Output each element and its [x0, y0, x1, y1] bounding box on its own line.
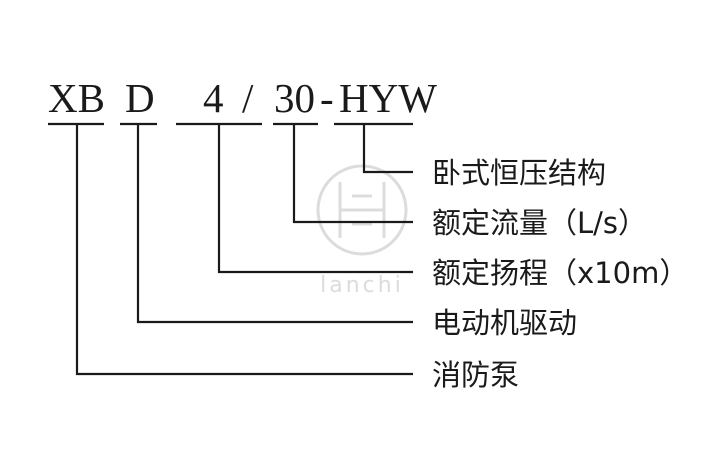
code-separator-slash: / [242, 75, 254, 121]
model-code: XB D 4 / 30 - HYW [48, 75, 437, 121]
connector-series [75, 124, 413, 376]
desc-drive: 电动机驱动 [432, 306, 577, 340]
connector-structure [362, 124, 413, 174]
brand-logo-icon [316, 164, 408, 256]
watermark: lanchi [316, 164, 408, 298]
code-structure: HYW [339, 75, 437, 121]
code-series: XB [48, 75, 105, 121]
connector-flow [292, 124, 413, 224]
code-separator-dash: - [320, 75, 334, 121]
connector-drive [136, 124, 413, 324]
code-head: 4 [203, 75, 224, 121]
connector-head [217, 124, 413, 274]
descriptions: 卧式恒压结构 额定流量（L/s） 额定扬程（x10m） 电动机驱动 消防泵 [432, 156, 688, 392]
watermark-text: lanchi [320, 273, 404, 298]
code-flow: 30 [274, 75, 315, 121]
desc-series: 消防泵 [432, 358, 519, 392]
desc-structure: 卧式恒压结构 [432, 156, 606, 190]
connector-lines [75, 124, 413, 376]
desc-head: 额定扬程（x10m） [432, 256, 688, 290]
code-drive: D [125, 75, 155, 121]
desc-flow: 额定流量（L/s） [432, 206, 647, 240]
